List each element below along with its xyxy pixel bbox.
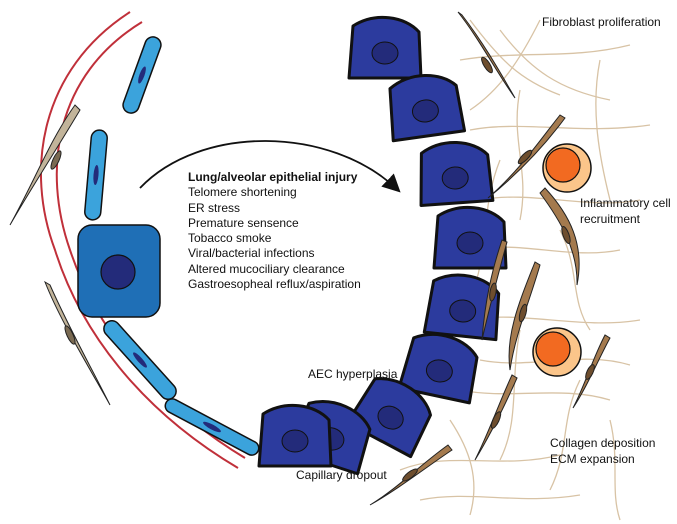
injury-label: Lung/alveolar epithelial injury Telomere… (188, 170, 361, 292)
injury-cause: Altered mucociliary clearance (188, 261, 345, 276)
inflammatory-label-line1: Inflammatory cell (580, 196, 671, 210)
injury-cause: Premature sensence (188, 215, 299, 230)
collagen-label-line2: ECM expansion (550, 452, 635, 466)
inflammatory-label-line2: recruitment (580, 212, 641, 226)
capillary-label: Capillary dropout (296, 468, 387, 482)
fibroblast-label: Fibroblast proliferation (542, 15, 661, 29)
type1-cells (84, 36, 260, 456)
aec-cell (397, 333, 479, 405)
injury-cause: Tobacco smoke (188, 231, 272, 246)
activated-fibroblasts (369, 11, 611, 506)
collagen-label-line1: Collagen deposition (550, 436, 656, 450)
aec-label: AEC hyperplasia (308, 367, 398, 381)
injury-arrow (139, 140, 401, 193)
injury-cause: Viral/bacterial infections (188, 246, 315, 261)
injury-cause: Gastroesopheal reflux/aspiration (188, 277, 361, 292)
aec-cell (432, 205, 508, 270)
aec-cell (347, 15, 423, 80)
aec-cells (257, 15, 508, 476)
aec-cell (388, 74, 467, 143)
aec-cell (257, 403, 333, 468)
aec-cell (419, 141, 495, 207)
aec-cell (345, 377, 432, 459)
injury-title: Lung/alveolar epithelial injury (188, 170, 358, 184)
aec-cell (422, 273, 501, 342)
quiescent-fibroblasts (9, 104, 111, 406)
inflammatory-cells (532, 143, 592, 377)
type2-cell (77, 224, 161, 318)
injury-cause: ER stress (188, 200, 241, 215)
injury-cause: Telomere shortening (188, 185, 297, 200)
